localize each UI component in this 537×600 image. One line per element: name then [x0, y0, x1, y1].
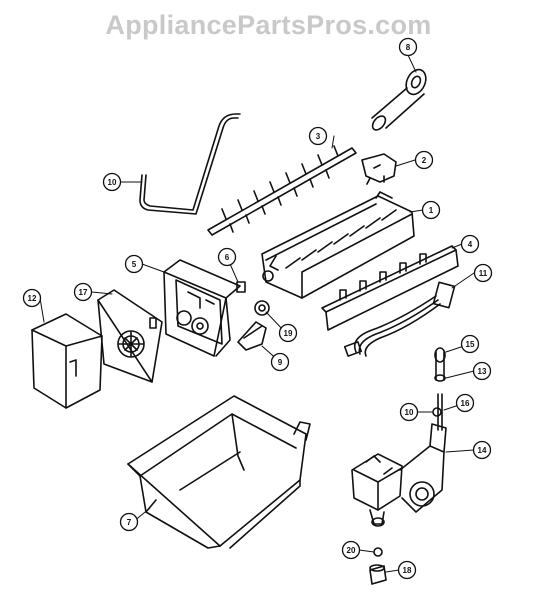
svg-text:17: 17 — [79, 288, 88, 297]
mounting-plate-part — [97, 289, 163, 383]
svg-text:20: 20 — [347, 546, 356, 555]
shutoff-arm-part — [139, 113, 241, 215]
svg-text:14: 14 — [478, 446, 487, 455]
svg-text:4: 4 — [468, 240, 473, 249]
small-hardware-parts — [236, 281, 270, 316]
callout-11: 11 — [473, 263, 493, 283]
callout-9: 9 — [270, 352, 290, 372]
svg-text:5: 5 — [132, 260, 137, 269]
callout-14: 13 — [472, 361, 492, 381]
wire-harness-part — [343, 281, 456, 357]
callout-7: 7 — [119, 512, 139, 532]
callout-6: 6 — [217, 247, 237, 267]
callout-8: 8 — [398, 37, 418, 57]
callout-4: 4 — [460, 234, 480, 254]
mold-part — [261, 191, 415, 299]
svg-text:3: 3 — [316, 132, 321, 141]
svg-text:19: 19 — [284, 329, 293, 338]
housing-part — [163, 259, 241, 357]
svg-text:10: 10 — [108, 178, 117, 187]
callout-18: 17 — [73, 282, 93, 302]
svg-text:12: 12 — [28, 294, 37, 303]
fill-tube-part — [371, 68, 427, 131]
ejector-part — [207, 145, 357, 236]
svg-text:2: 2 — [422, 156, 427, 165]
valve-pin-parts — [432, 347, 446, 431]
svg-text:16: 16 — [461, 399, 470, 408]
callout-16: 15 — [460, 334, 480, 354]
watermark: AppliancePartsPros.com — [105, 10, 432, 40]
svg-text:1: 1 — [429, 206, 434, 215]
callout-3: 3 — [308, 126, 328, 146]
callout-21: 20 — [341, 540, 361, 560]
svg-text:6: 6 — [225, 253, 230, 262]
clip-part — [237, 321, 267, 351]
callout-19: 18 — [397, 560, 417, 580]
callout-15: 14 — [472, 440, 492, 460]
callout-10a: 10 — [399, 402, 419, 422]
heater-part — [321, 245, 459, 331]
callouts: 8 3 2 10 1 4 6 5 11 17 12 19 15 9 13 16 … — [22, 37, 493, 580]
fitting-parts — [369, 547, 387, 585]
callout-17: 16 — [455, 393, 475, 413]
callout-20: 19 — [278, 323, 298, 343]
svg-text:13: 13 — [478, 367, 487, 376]
svg-text:9: 9 — [278, 358, 283, 367]
svg-text:11: 11 — [479, 269, 488, 278]
callout-5: 5 — [124, 254, 144, 274]
svg-text:15: 15 — [466, 340, 475, 349]
storage-bin-part — [127, 395, 311, 549]
water-valve-part — [351, 423, 447, 527]
callout-1: 1 — [421, 200, 441, 220]
callout-12: 10 — [102, 172, 122, 192]
svg-text:18: 18 — [403, 566, 412, 575]
callout-2: 2 — [414, 150, 434, 170]
bearing-part — [361, 153, 397, 185]
svg-text:10: 10 — [405, 408, 414, 417]
svg-text:7: 7 — [127, 518, 132, 527]
cover-part — [31, 313, 103, 409]
svg-text:8: 8 — [406, 43, 411, 52]
callout-13: 12 — [22, 288, 42, 308]
